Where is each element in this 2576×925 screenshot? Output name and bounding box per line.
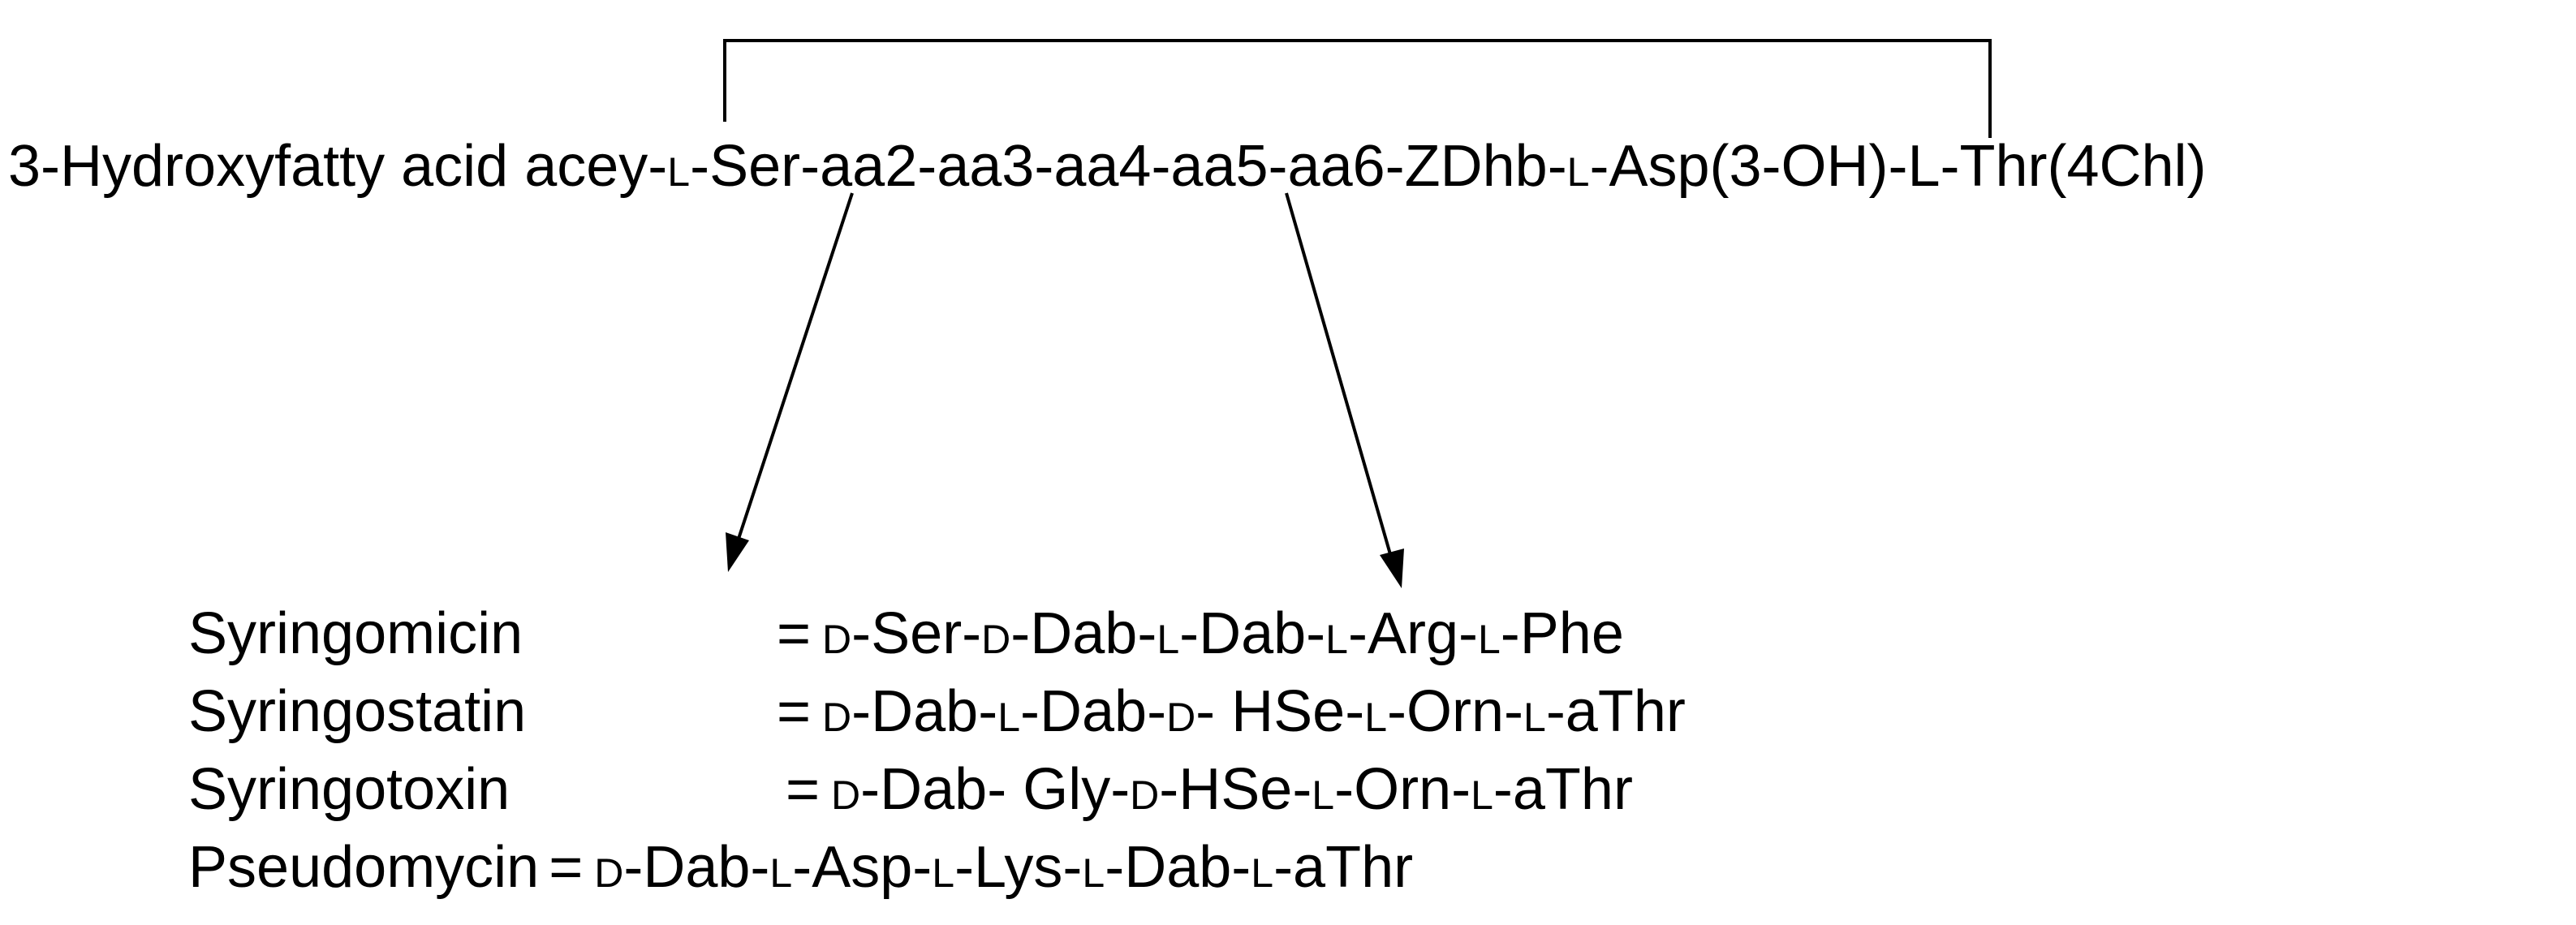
equals-sign: = — [777, 601, 812, 666]
variant-name: Syringostatin — [188, 679, 527, 744]
stereo-descriptor: L — [1523, 679, 1546, 744]
variant-sequence: D-Ser-D-Dab-L-Dab-L-Arg-L-Phe — [822, 595, 1624, 673]
residue-text: -Asp- — [792, 835, 933, 900]
stereo-descriptor: D — [594, 835, 624, 900]
residue-text: -Lys- — [954, 835, 1083, 900]
residue-text: -Dab- — [851, 679, 998, 744]
equals-sign: = — [549, 835, 584, 900]
residue-text: -Orn- — [1334, 757, 1471, 822]
stereo-descriptor: L — [667, 134, 691, 199]
residue-text: -Arg- — [1347, 601, 1478, 666]
residue-text: - HSe- — [1195, 679, 1365, 744]
equals-sign: = — [777, 679, 812, 744]
residue-text: -Dab- — [623, 835, 770, 900]
stereo-descriptor: L — [1082, 835, 1105, 900]
main-sequence: 3-Hydroxyfatty acid acey-L-Ser-aa2-aa3-a… — [8, 130, 2207, 203]
variant-name: Syringomicin — [188, 601, 523, 666]
residue-text: -aThr — [1273, 835, 1414, 900]
residue-text: -aThr — [1493, 757, 1633, 822]
stereo-descriptor: L — [1251, 835, 1274, 900]
stereo-descriptor: L — [1364, 679, 1388, 744]
sequence-residues: L-Ser-aa2-aa3-aa4-aa5-aa6-ZDhb-L-Asp(3-O… — [667, 134, 2206, 199]
residue-text: -Dab- — [1020, 679, 1167, 744]
stereo-descriptor: D — [1166, 679, 1196, 744]
variant-row: Syringostatin=D-Dab-L-Dab-D- HSe-L-Orn-L… — [188, 673, 1686, 751]
variant-list: Syringomicin=D-Ser-D-Dab-L-Dab-L-Arg-L-P… — [188, 595, 1686, 906]
arrow-ser-head — [726, 532, 749, 572]
stereo-descriptor: D — [1130, 757, 1160, 822]
macrocycle-bracket — [723, 39, 1992, 138]
arrow-ser-shaft — [735, 192, 854, 544]
stereo-descriptor: D — [831, 757, 861, 822]
residue-text: -Dab- — [1105, 835, 1251, 900]
stereo-descriptor: L — [1312, 757, 1335, 822]
stereo-descriptor: L — [769, 835, 793, 900]
residue-text: -Phe — [1500, 601, 1624, 666]
residue-text: -Orn- — [1387, 679, 1523, 744]
arrow-aa4-shaft — [1285, 192, 1394, 561]
residue-text: -Dab- — [1179, 601, 1326, 666]
stereo-descriptor: L — [1471, 757, 1493, 822]
variant-row: Pseudomycin=D-Dab-L-Asp-L-Lys-L-Dab-L-aT… — [188, 828, 1686, 906]
stereo-descriptor: L — [1477, 601, 1501, 666]
variant-sequence: D-Dab- Gly-D-HSe-L-Orn-L-aThr — [831, 751, 1633, 828]
residue-text: -Dab- — [1010, 601, 1157, 666]
variant-sequence: D-Dab-L-Asp-L-Lys-L-Dab-L-aThr — [594, 828, 1413, 906]
residue-text: -Dab- Gly- — [860, 757, 1131, 822]
residue-text: -Ser-aa2-aa3-aa4-aa5-aa6-ZDhb- — [690, 134, 1567, 199]
stereo-descriptor: D — [822, 679, 852, 744]
variant-row: Syringomicin=D-Ser-D-Dab-L-Dab-L-Arg-L-P… — [188, 595, 1686, 673]
stereo-descriptor: L — [1157, 601, 1180, 666]
residue-text: -Ser- — [851, 601, 982, 666]
variant-name: Syringotoxin — [188, 757, 510, 822]
stereo-descriptor: L — [1325, 601, 1348, 666]
arrow-aa4-head — [1380, 549, 1404, 588]
residue-text: -HSe- — [1159, 757, 1312, 822]
stereo-descriptor: D — [822, 601, 852, 666]
stereo-descriptor: L — [932, 835, 955, 900]
stereo-descriptor: D — [981, 601, 1011, 666]
equals-sign: = — [786, 757, 821, 822]
residue-text: -Asp(3-OH)-L-Thr(4Chl) — [1589, 134, 2207, 199]
variant-row: Syringotoxin=D-Dab- Gly-D-HSe-L-Orn-L-aT… — [188, 751, 1686, 828]
sequence-prefix: 3-Hydroxyfatty acid acey- — [8, 134, 668, 199]
stereo-descriptor: L — [1566, 134, 1590, 199]
residue-text: -aThr — [1545, 679, 1686, 744]
variant-name: Pseudomycin — [188, 835, 540, 900]
variant-sequence: D-Dab-L-Dab-D- HSe-L-Orn-L-aThr — [822, 673, 1686, 751]
stereo-descriptor: L — [997, 679, 1021, 744]
